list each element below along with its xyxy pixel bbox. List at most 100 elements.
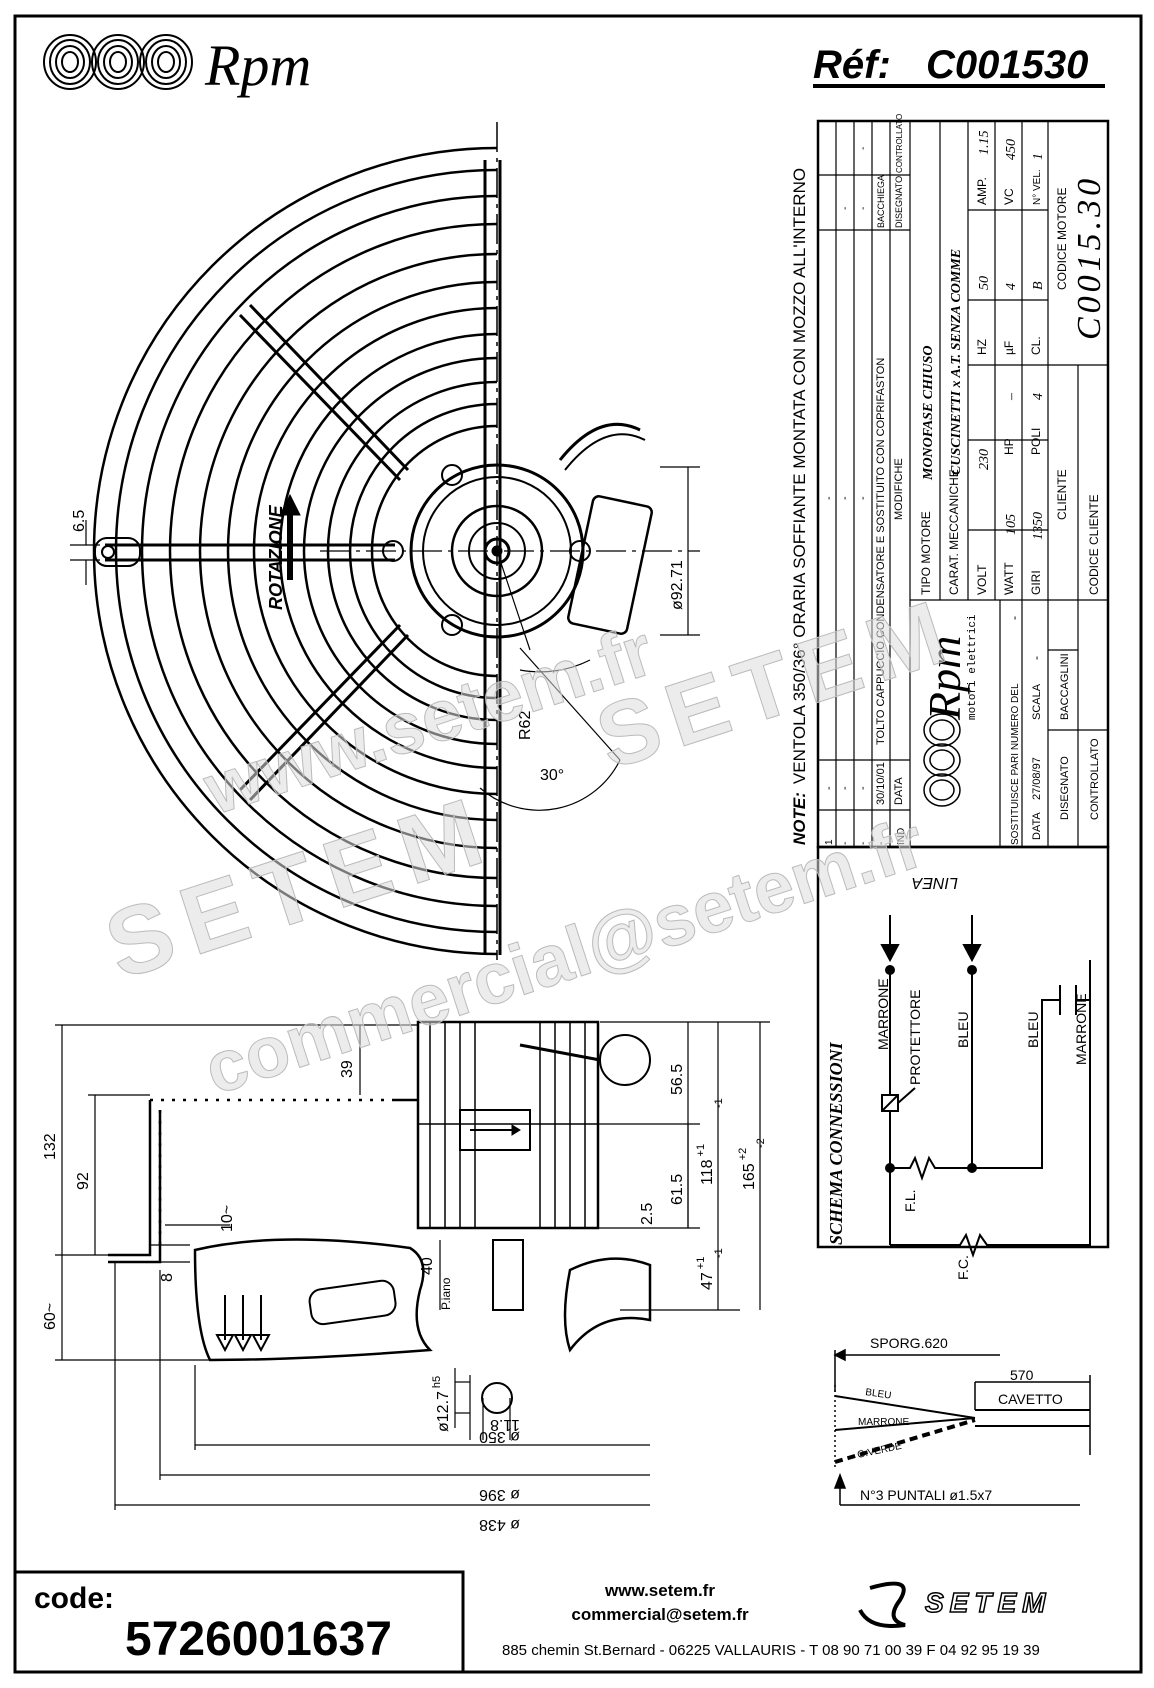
disegnato-label: DISEGNATO xyxy=(1059,756,1071,820)
revisions-table: 1 - - - IND DATA 30/10/01 - - - MODIFICH… xyxy=(823,114,907,845)
disegnato: BACCAGLINI xyxy=(1059,653,1071,720)
sostituisce-label: SOSTITUISCE PARI NUMERO DEL xyxy=(1010,683,1021,845)
amp-label: AMP. xyxy=(975,177,989,205)
dim-92: 92 xyxy=(75,1172,92,1190)
rev-2-modifiche: - xyxy=(857,496,869,500)
fan-side-view xyxy=(55,1020,770,1510)
dim-92-71: ø92.71 xyxy=(669,560,686,610)
schema-bleu: BLEU xyxy=(955,1011,971,1048)
dim-39: 39 xyxy=(339,1060,356,1078)
header-logo: Rpm xyxy=(43,33,311,98)
cliente-label: CLIENTE xyxy=(1055,469,1069,520)
note-text: VENTOLA 350/36° ORARIA SOFFIANTE MONTATA… xyxy=(790,168,809,784)
dim-12-7: ø12.7h5 xyxy=(431,1376,452,1432)
dim-2-5: 2.5 xyxy=(639,1203,656,1225)
giri-label: GIRI xyxy=(1029,570,1043,595)
cable-marrone: MARRONE xyxy=(858,1417,909,1428)
dim-piano: P.iano xyxy=(439,1277,453,1310)
note-label: NOTE: xyxy=(790,792,809,845)
dim-165-tol-bot: -2 xyxy=(755,1138,767,1148)
code-value: 5726001637 xyxy=(125,1613,392,1666)
rev-4-data: - xyxy=(823,786,835,790)
rev-4-modifiche: - xyxy=(823,496,835,500)
dim-396: ø 396 xyxy=(479,1486,520,1503)
rev-1-dis: BACCHIEGA xyxy=(876,175,886,228)
rev-2-ind: - xyxy=(840,842,851,845)
cable-gverde: G.VERDE xyxy=(856,1441,903,1461)
setem-logo-text: SETEM xyxy=(925,1587,1051,1618)
rev-1-modifiche: TOLTO CAPPUCCIO CONDENSATORE E SOSTITUIT… xyxy=(875,358,887,745)
volt: 230 xyxy=(977,449,992,470)
giri: 1350 xyxy=(1031,512,1046,540)
schema-fc: F.C. xyxy=(955,1255,971,1280)
codice-motore: C0015.30 xyxy=(1071,175,1108,340)
controllato-label: CONTROLLATO xyxy=(1089,738,1101,820)
schema-title: SCHEMA CONNESSIONI xyxy=(826,1041,846,1245)
schema-bleu2: BLEU xyxy=(1025,1011,1041,1048)
dim-118: 118+1 xyxy=(695,1144,716,1185)
scala: - xyxy=(1029,656,1043,660)
dim-60: 60~ xyxy=(42,1303,59,1330)
brand-text: Rpm xyxy=(204,33,311,98)
dim-165: 165+2 xyxy=(737,1148,758,1190)
rotation-label: ROTAZIONE xyxy=(266,504,286,610)
rev-3-dis: - xyxy=(840,207,851,210)
schema-marrone2: MARRONE xyxy=(1073,993,1089,1065)
ref-label: Réf: xyxy=(813,43,891,87)
rev-h-data: DATA xyxy=(893,777,905,805)
hz: 50 xyxy=(977,276,992,290)
fan-grille-front-view xyxy=(70,122,700,960)
cable-len: 570 xyxy=(1010,1367,1034,1383)
cable-puntali: N°3 PUNTALI ø1.5x7 xyxy=(860,1487,992,1503)
tipo-motore: MONOFASE CHIUSO xyxy=(921,346,936,481)
cable-sporg: SPORG.620 xyxy=(870,1335,948,1351)
company-sub: motori elettrici xyxy=(967,614,979,720)
schema-fl: F.L. xyxy=(902,1189,918,1212)
amp: 1.15 xyxy=(977,131,992,156)
note-block: NOTE: VENTOLA 350/36° ORARIA SOFFIANTE MO… xyxy=(790,168,809,845)
footer-email: commercial@setem.fr xyxy=(571,1605,749,1624)
schema-protettore: PROTETTORE xyxy=(907,990,923,1085)
cable-drawing xyxy=(833,1348,1091,1506)
rev-h-ind: IND xyxy=(896,828,907,845)
schema-linea: LINEA xyxy=(912,874,958,891)
watermark-line3: SETEM xyxy=(585,580,968,789)
data-label: DATA xyxy=(1031,812,1043,840)
rev-2-dis: - xyxy=(858,207,869,210)
rev-h-contr: CONTROLLATO xyxy=(895,114,904,173)
codice-cliente-label: CODICE CLIENTE xyxy=(1087,494,1101,595)
uf: 4 xyxy=(1004,283,1019,290)
dim-30deg: 30° xyxy=(540,767,564,784)
vc: 450 xyxy=(1004,139,1019,160)
cable-cavetto: CAVETTO xyxy=(998,1391,1063,1407)
dim-438: ø 438 xyxy=(479,1516,520,1533)
watt-label: WATT xyxy=(1002,562,1016,595)
sostituisce: - xyxy=(1007,616,1021,620)
volt-label: VOLT xyxy=(975,564,989,595)
rev-3-modifiche: - xyxy=(839,496,851,500)
footer-web: www.setem.fr xyxy=(604,1581,715,1600)
poli-label: POLI xyxy=(1029,428,1043,455)
code-box xyxy=(13,1570,465,1674)
rev-3-ind: - xyxy=(858,842,869,845)
dim-61-5: 61.5 xyxy=(669,1174,686,1205)
company-logo-mark xyxy=(923,713,961,807)
hp: – xyxy=(1004,392,1019,401)
dim-47: 47+1 xyxy=(695,1257,716,1290)
dim-10: 10~ xyxy=(219,1205,236,1232)
rev-1-ind: 1 xyxy=(824,839,835,845)
cl-label: CL. xyxy=(1029,336,1043,355)
dim-6-5: 6.5 xyxy=(71,510,88,532)
dim-47-tol-bot: -1 xyxy=(713,1248,725,1258)
rev-h-dis: DISEGNATO xyxy=(894,176,904,228)
scala-label: SCALA xyxy=(1031,683,1043,720)
data: 27/08/97 xyxy=(1031,757,1043,800)
hp-label: HP xyxy=(1002,438,1016,455)
rev-2-data: - xyxy=(857,786,869,790)
rev-1-data: 30/10/01 xyxy=(875,762,887,805)
dim-350: ø 350 xyxy=(479,1428,520,1445)
schema-marrone: MARRONE xyxy=(875,978,891,1050)
carat: CUSCINETTI x A.T. SENZA COMME xyxy=(949,249,964,475)
codice-motore-label: CODICE MOTORE xyxy=(1055,188,1069,290)
